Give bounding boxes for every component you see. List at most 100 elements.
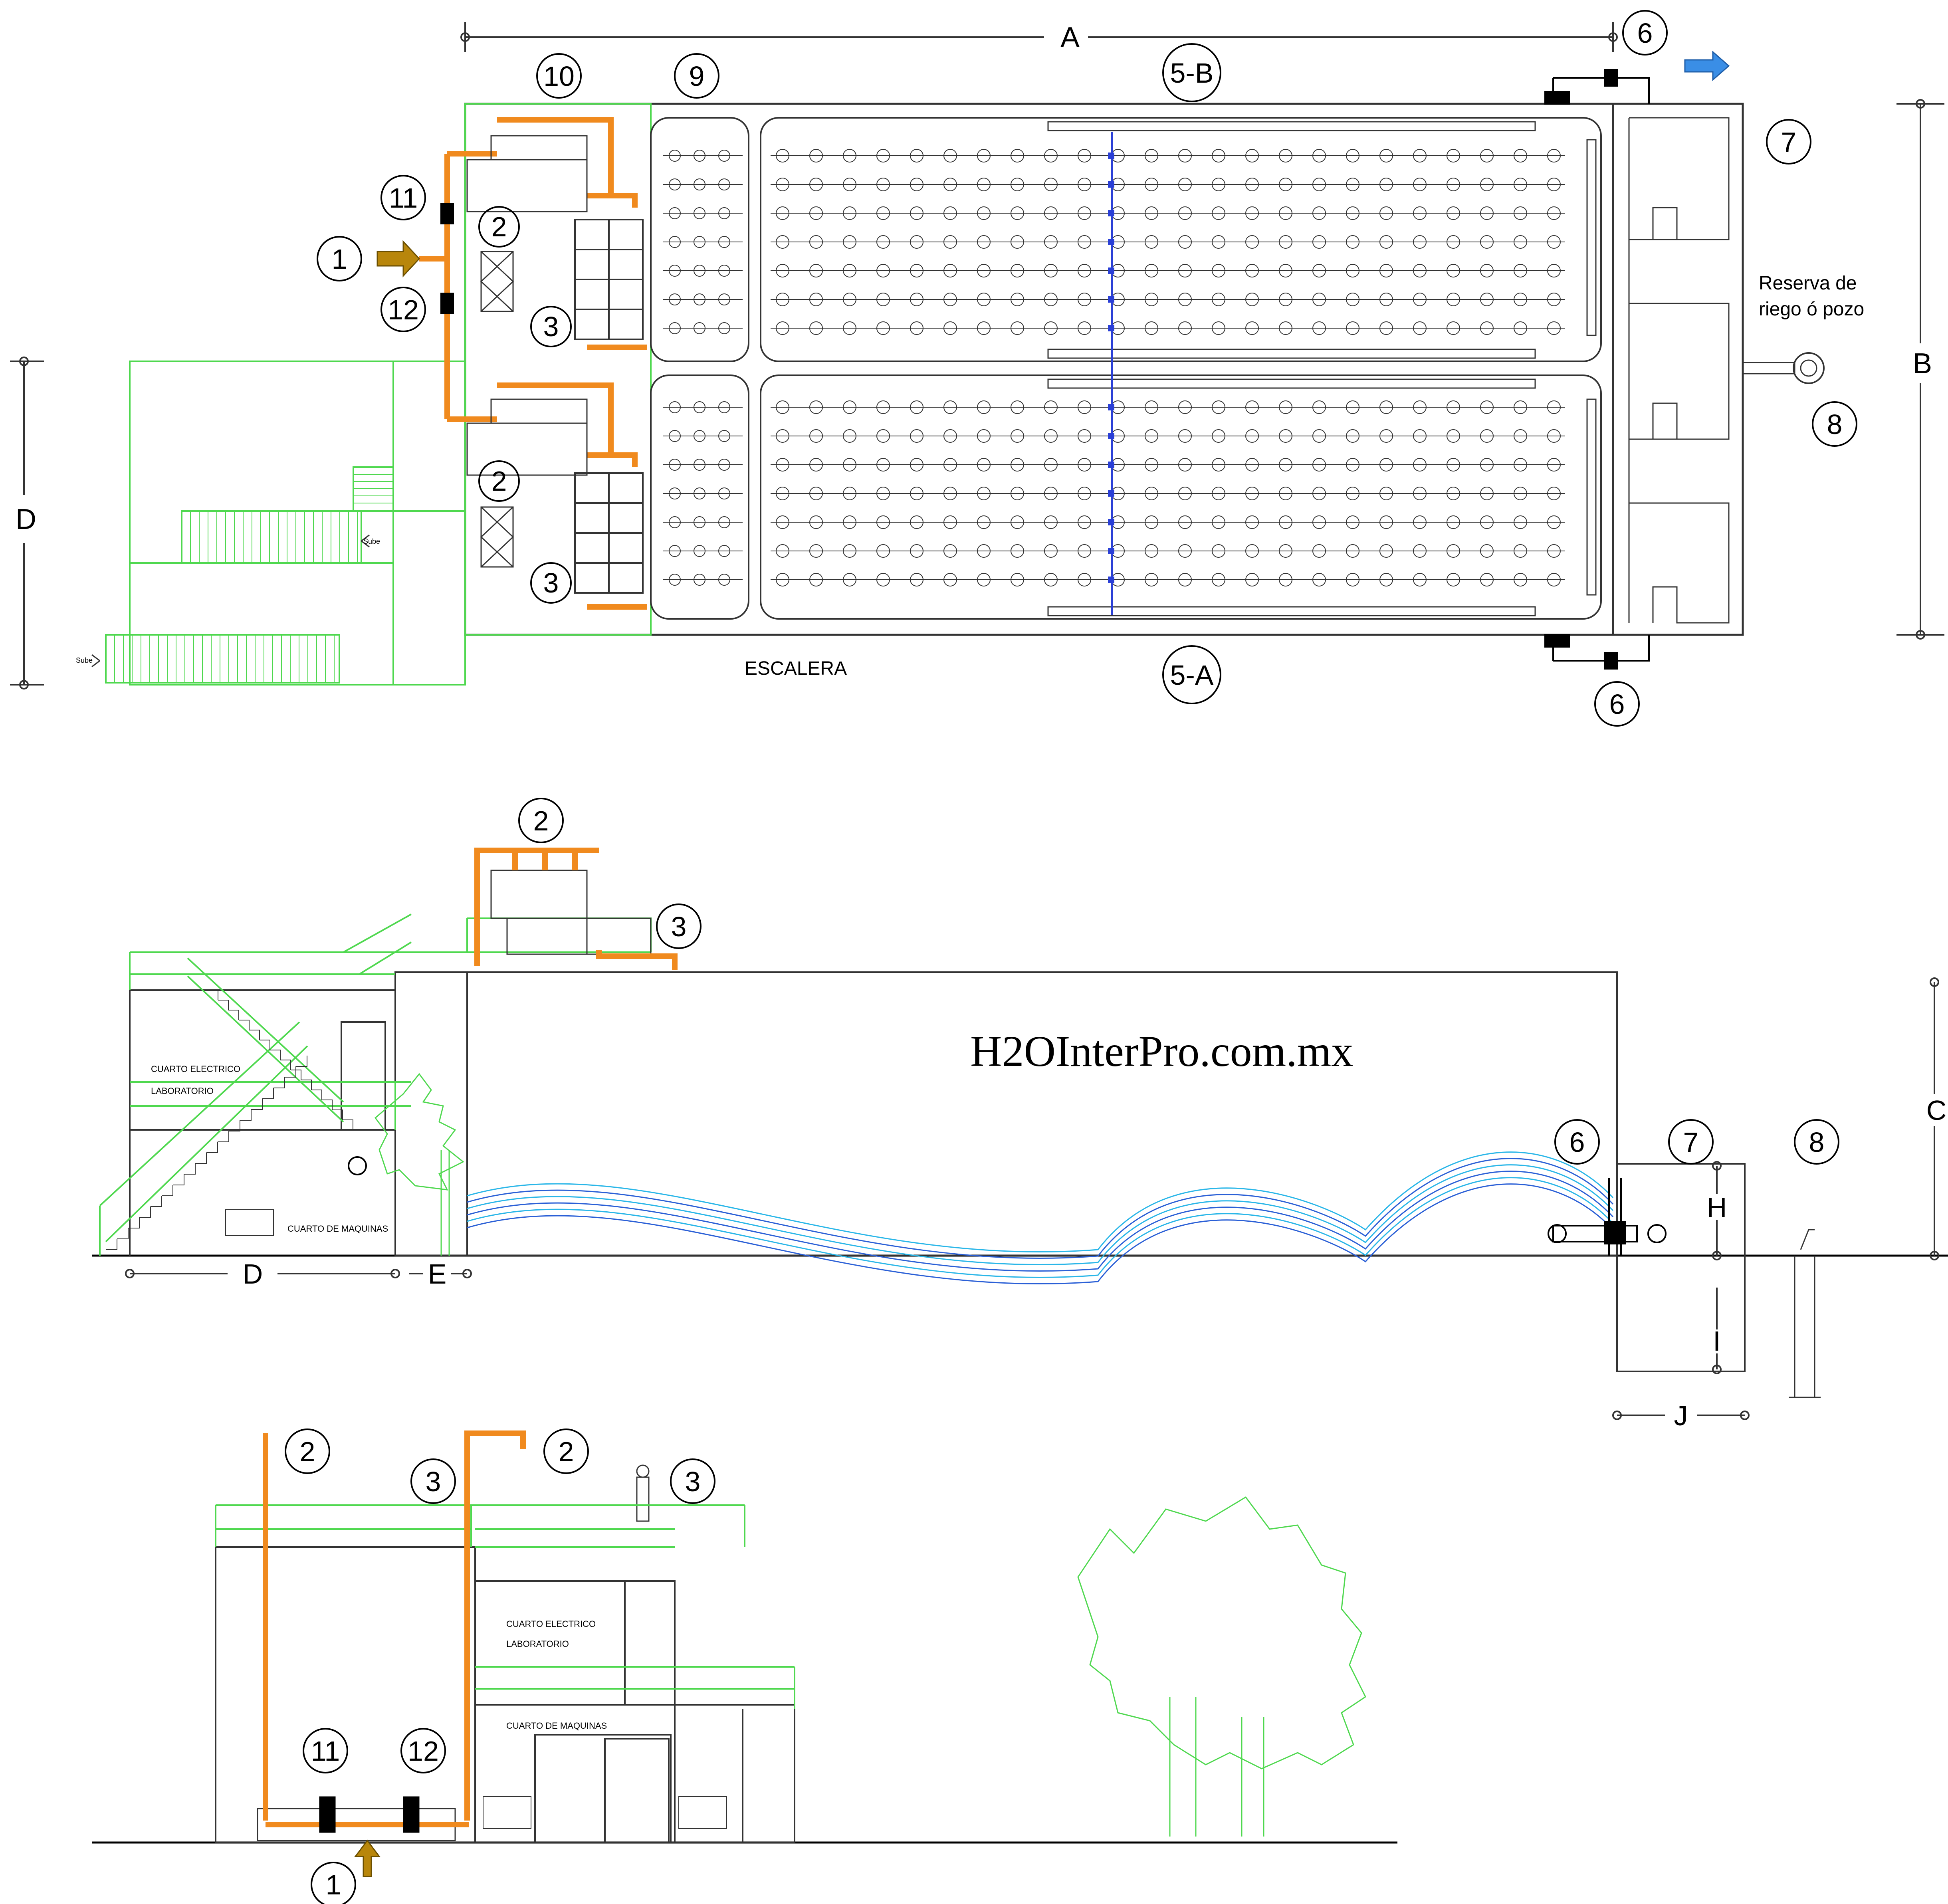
electrical-room-label-2: CUARTO ELECTRICO xyxy=(506,1619,596,1629)
diffuser xyxy=(1245,264,1259,277)
diffuser xyxy=(1547,321,1561,335)
stair-step xyxy=(343,1119,353,1130)
diffuser xyxy=(1413,573,1427,586)
diffuser xyxy=(1312,235,1326,249)
diffuser xyxy=(1379,400,1393,414)
diffuser xyxy=(1547,235,1561,249)
diffuser xyxy=(694,236,705,248)
person-icon xyxy=(636,1476,650,1522)
diffuser xyxy=(1346,487,1359,500)
stair-step xyxy=(184,1163,196,1175)
diffuser xyxy=(943,149,957,162)
stair-step xyxy=(311,1090,322,1100)
diffuser xyxy=(694,516,705,528)
callout-2-elev: 2 xyxy=(533,805,549,836)
diffuser xyxy=(1212,293,1225,306)
diffuser xyxy=(1379,487,1393,500)
stair-step xyxy=(322,1100,333,1110)
diffuser xyxy=(876,429,890,443)
diffuser xyxy=(1447,400,1460,414)
diffuser xyxy=(943,264,957,277)
diffuser xyxy=(876,178,890,191)
diffuser xyxy=(1279,149,1292,162)
callout-11-plan: 11 xyxy=(389,182,418,214)
diffuser xyxy=(1379,544,1393,558)
stair-step xyxy=(260,1040,270,1050)
diffuser xyxy=(910,293,923,306)
diffuser xyxy=(694,487,705,499)
orange-pipes-plan xyxy=(419,117,647,610)
callout-3-front-left: 3 xyxy=(426,1466,441,1497)
diffuser xyxy=(1044,515,1058,529)
tree-icon xyxy=(1077,1496,1366,1837)
callout-11-front: 11 xyxy=(311,1736,340,1767)
outflow-arrow-icon xyxy=(1684,50,1730,81)
diffuser xyxy=(694,178,705,190)
diffuser xyxy=(876,293,890,306)
diffuser xyxy=(1312,206,1326,220)
diffuser xyxy=(1346,149,1359,162)
diffuser xyxy=(776,235,789,249)
callout-9: 9 xyxy=(689,61,705,92)
diffuser xyxy=(1346,544,1359,558)
diffuser xyxy=(977,429,991,443)
diffuser xyxy=(1447,235,1460,249)
diffuser xyxy=(1279,400,1292,414)
tree-icon xyxy=(374,1073,464,1256)
callout-3-plan-top: 3 xyxy=(543,311,559,342)
callout-3-plan-bottom: 3 xyxy=(543,567,559,598)
diffuser xyxy=(1044,573,1058,586)
front-callout-labels: 2 3 2 3 11 12 1 xyxy=(300,1436,701,1900)
diffuser xyxy=(1044,206,1058,220)
elevation-vents xyxy=(225,1209,274,1236)
diffuser xyxy=(1279,487,1292,500)
machine-room-door xyxy=(604,1738,670,1843)
elevation-stair-treads xyxy=(106,990,353,1250)
diffuser xyxy=(776,573,789,586)
diffuser xyxy=(1514,293,1527,306)
diffuser xyxy=(910,235,923,249)
diffuser xyxy=(1245,206,1259,220)
water-wave xyxy=(467,1171,1614,1272)
dim-label-c: C xyxy=(1926,1095,1947,1126)
stair-step xyxy=(251,1099,263,1110)
diffuser xyxy=(876,573,890,586)
stair-step xyxy=(206,1142,218,1153)
diffuser xyxy=(1480,149,1494,162)
dim-label-d-elev: D xyxy=(243,1258,263,1290)
diffuser xyxy=(669,236,681,248)
diffuser xyxy=(910,544,923,558)
diffuser xyxy=(1178,321,1192,335)
callout-7-plan: 7 xyxy=(1781,127,1797,158)
callout-2-plan-top: 2 xyxy=(491,211,507,242)
diffuser xyxy=(694,322,705,334)
diffuser xyxy=(718,516,730,528)
diffuser xyxy=(718,545,730,557)
diffuser xyxy=(1145,573,1158,586)
diffuser xyxy=(1145,458,1158,472)
diffuser xyxy=(1044,487,1058,500)
stair-step xyxy=(296,1056,307,1067)
orange-pipes-elevation xyxy=(474,848,678,970)
diffuser xyxy=(1145,149,1158,162)
diffuser xyxy=(876,149,890,162)
diffuser xyxy=(843,515,856,529)
diffuser xyxy=(843,544,856,558)
diffuser xyxy=(1178,264,1192,277)
diffuser xyxy=(1379,206,1393,220)
diffuser xyxy=(910,321,923,335)
diffuser xyxy=(1447,515,1460,529)
diffuser xyxy=(1011,149,1024,162)
diffuser xyxy=(1011,264,1024,277)
main-tank-outline xyxy=(464,103,1744,636)
diffuser xyxy=(1044,458,1058,472)
sube-label-lower: Sube xyxy=(76,656,93,664)
diffuser xyxy=(1212,487,1225,500)
diffuser xyxy=(1514,264,1527,277)
electrical-room-label-1: CUARTO ELECTRICO xyxy=(151,1064,240,1074)
diffuser xyxy=(1078,206,1091,220)
dim-label-e: E xyxy=(428,1258,447,1290)
diffuser xyxy=(1312,321,1326,335)
diffuser xyxy=(1212,235,1225,249)
callout-5b: 5-B xyxy=(1170,57,1214,89)
